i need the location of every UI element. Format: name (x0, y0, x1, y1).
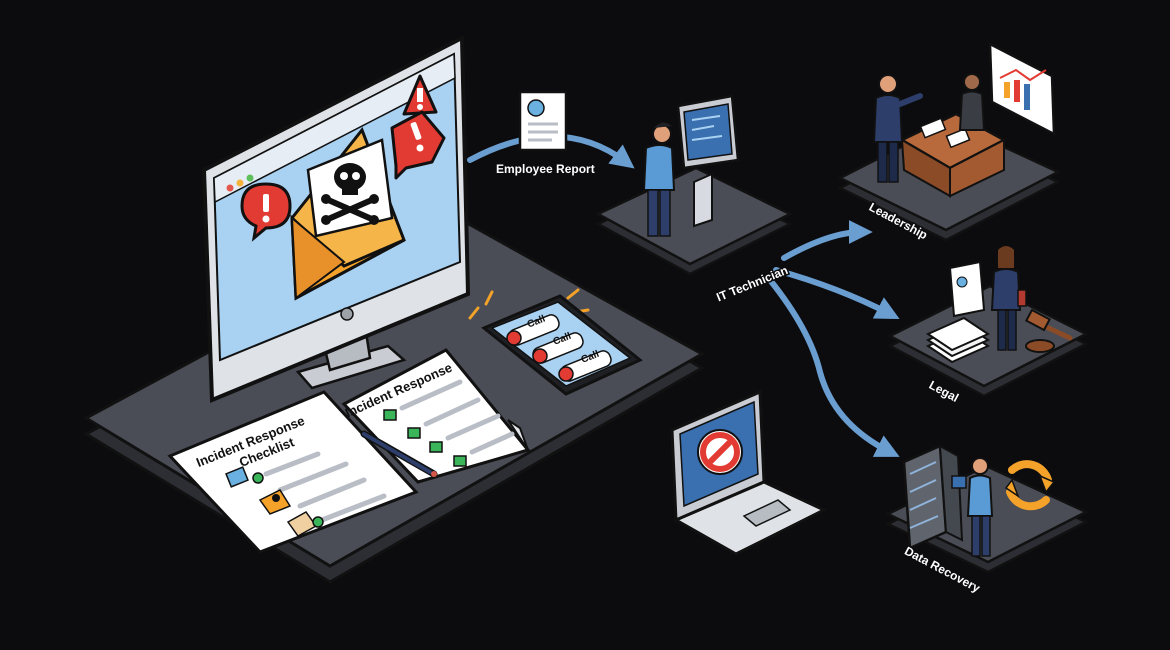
executive-figure-2 (958, 73, 986, 131)
skull-icon (321, 163, 379, 225)
call-list: Call Call Call (506, 313, 612, 382)
employee-report-node: Employee Report (495, 90, 596, 178)
server-rack (902, 444, 964, 550)
chart-icon (988, 41, 1056, 137)
laptop (670, 389, 828, 556)
arrow-it-to-leadership (781, 220, 873, 261)
clipboard-icon (286, 511, 324, 537)
it-technician-node: IT Technician (595, 94, 793, 306)
check-icon (252, 472, 264, 484)
recovery-technician-figure (951, 457, 994, 557)
checklist-document: Incident Response Checklist (167, 390, 419, 554)
lawyer-figure (990, 246, 1027, 351)
phone-icon: Call Call Call (468, 288, 643, 396)
arrow-it-to-legal (773, 267, 900, 319)
checkbox-list (383, 409, 467, 467)
executive-figure-1 (872, 74, 923, 183)
technician-figure (642, 122, 676, 237)
it-technician-label: IT Technician (714, 263, 790, 304)
alert-icon-left (240, 182, 292, 242)
employee-report-label: Employee Report (496, 162, 595, 176)
bug-icon (225, 466, 249, 488)
alert-icon-right (390, 110, 446, 180)
envelope-icon-small (258, 489, 292, 515)
prohibited-icon (697, 429, 743, 475)
gavel-icon (1025, 308, 1073, 353)
arrow-it-to-recovery (767, 277, 900, 457)
data-recovery-node: Data Recovery (885, 444, 1089, 597)
leadership-node: Leadership (837, 41, 1061, 244)
resume-document (948, 260, 986, 318)
pen (360, 430, 438, 478)
envelope-icon (290, 127, 406, 301)
paper-stack (925, 316, 991, 364)
refresh-icon (1006, 460, 1052, 511)
legal-node: Legal (887, 246, 1089, 406)
